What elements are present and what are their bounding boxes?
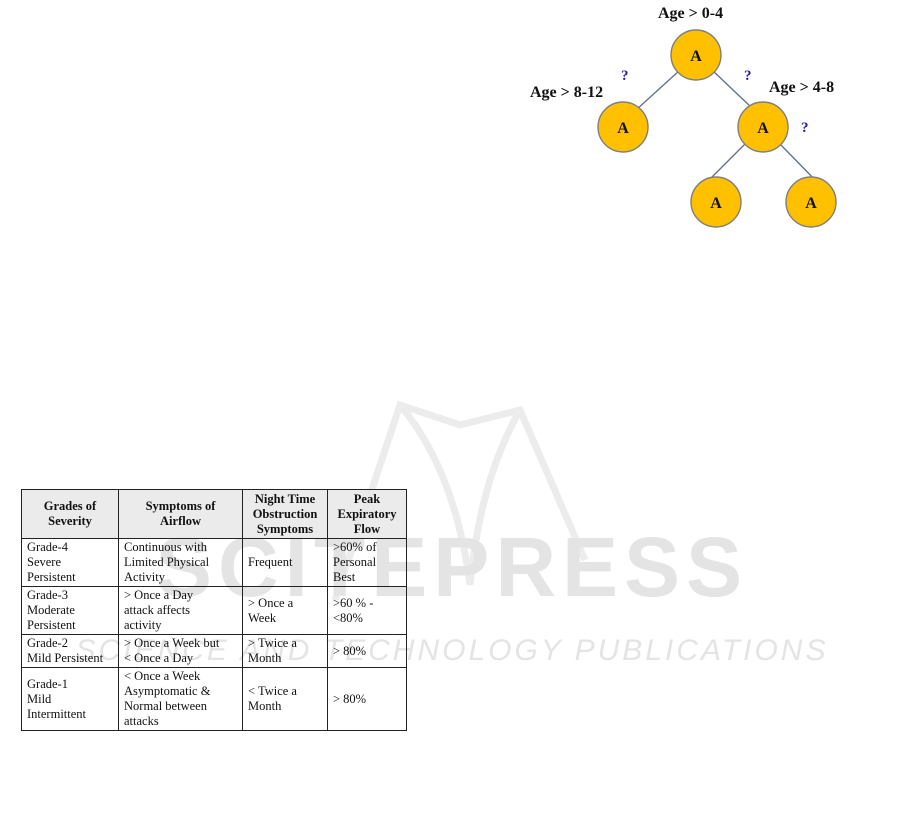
table-cell-flow-column: > 80%: [327, 667, 407, 731]
header-text-line: Symptoms of: [145, 499, 216, 513]
header-text-line: Airflow: [160, 514, 201, 528]
cell-text-line: Moderate: [27, 603, 75, 617]
cell-text-line: activity: [124, 618, 162, 632]
node-label: A: [690, 48, 702, 65]
table-cell-flow-column: >60 % -<80%: [327, 586, 407, 635]
cell-text-line: Persistent: [27, 570, 76, 584]
cell-text-line: >60 % -: [333, 595, 374, 610]
cell-text-line: Grade-2: [27, 636, 68, 650]
cell-text-line: > Once a Day: [124, 588, 194, 602]
cell-text-line: Severe: [27, 555, 62, 569]
header-text-line: Symptoms: [256, 521, 314, 536]
age-label-right: Age > 4-8: [769, 79, 834, 96]
cell-text-line: < Twice a: [248, 684, 297, 698]
book-logo-icon: [331, 400, 589, 602]
cell-text-line: > Twice a: [248, 636, 297, 650]
cell-text-line: attacks: [124, 714, 159, 728]
cell-text-line: < Once a Week: [124, 669, 201, 683]
cell-text-line: <80%: [333, 610, 363, 625]
table-cell-symptoms-column: > Once a Week but< Once a Day: [118, 634, 243, 668]
cell-text-line: Personal: [333, 555, 377, 569]
edge-root-right: [711, 69, 753, 109]
node-label: A: [710, 195, 722, 212]
cell-text-line: > Once a: [248, 595, 294, 610]
cell-text-line: Mild: [27, 691, 52, 706]
cell-text-line: < Once a Day: [124, 651, 194, 665]
cell-text-line: >60% of: [333, 540, 377, 554]
node-label: A: [757, 120, 769, 137]
node-label: A: [805, 195, 817, 212]
cell-text-line: Month: [248, 651, 282, 665]
age-tree-diagram: A A A A A ? ? ? Age > 0-4 Age > 8-12 Age…: [530, 5, 837, 228]
edge-root-left: [635, 69, 681, 111]
node-label: A: [617, 120, 629, 137]
cell-text-line: attack affects: [124, 603, 191, 617]
cell-text-line: > 80%: [333, 691, 367, 706]
node-circle: [737, 101, 789, 153]
cell-text-line: > Once a Week but: [124, 636, 220, 650]
cell-text-line: Grade-1: [27, 676, 68, 691]
cell-text-line: Normal between: [124, 699, 207, 713]
cell-text-line: Intermittent: [27, 706, 87, 721]
age-label-left: Age > 8-12: [530, 84, 603, 101]
node-circle: [670, 29, 722, 81]
header-text-line: Severity: [48, 514, 92, 528]
header-text-line: Grades of: [43, 499, 97, 513]
tree-node-right-right: A: [785, 176, 837, 228]
node-circle: [785, 176, 837, 228]
cell-text-line: Week: [248, 610, 277, 625]
header-text-line: Peak: [353, 491, 381, 506]
node-circle: [690, 176, 742, 228]
table-cell-night-column: Frequent: [242, 538, 328, 587]
cell-text-line: > 80%: [333, 643, 367, 658]
question-mark-right: ?: [744, 68, 752, 84]
tree-node-right: A: [737, 101, 789, 153]
cell-text-line: Asymptomatic &: [124, 684, 211, 698]
cell-text-line: Frequent: [248, 555, 293, 569]
header-text-line: Obstruction: [252, 506, 318, 521]
cell-text-line: Persistent: [27, 618, 76, 632]
header-text-line: Night Time: [254, 491, 316, 506]
age-label-root: Age > 0-4: [658, 5, 723, 22]
tree-node-right-left: A: [690, 176, 742, 228]
question-mark-right-child: ?: [801, 120, 809, 136]
cell-text-line: Grade-4: [27, 540, 68, 554]
header-text-line: Flow: [353, 521, 381, 536]
tree-node-root: A: [670, 29, 722, 81]
cell-text-line: Grade-3: [27, 588, 68, 602]
cell-text-line: Continuous with: [124, 540, 207, 554]
cell-text-line: Limited Physical: [124, 555, 210, 569]
question-mark-left: ?: [621, 68, 629, 84]
table-cell-flow-column: > 80%: [327, 634, 407, 668]
cell-text-line: Best: [333, 570, 356, 584]
node-circle: [597, 101, 649, 153]
cell-text-line: Month: [248, 699, 282, 713]
cell-text-line: Activity: [124, 570, 165, 584]
tree-node-left: A: [597, 101, 649, 153]
cell-text-line: Mild Persistent: [27, 651, 104, 665]
header-text-line: Expiratory: [337, 506, 397, 521]
